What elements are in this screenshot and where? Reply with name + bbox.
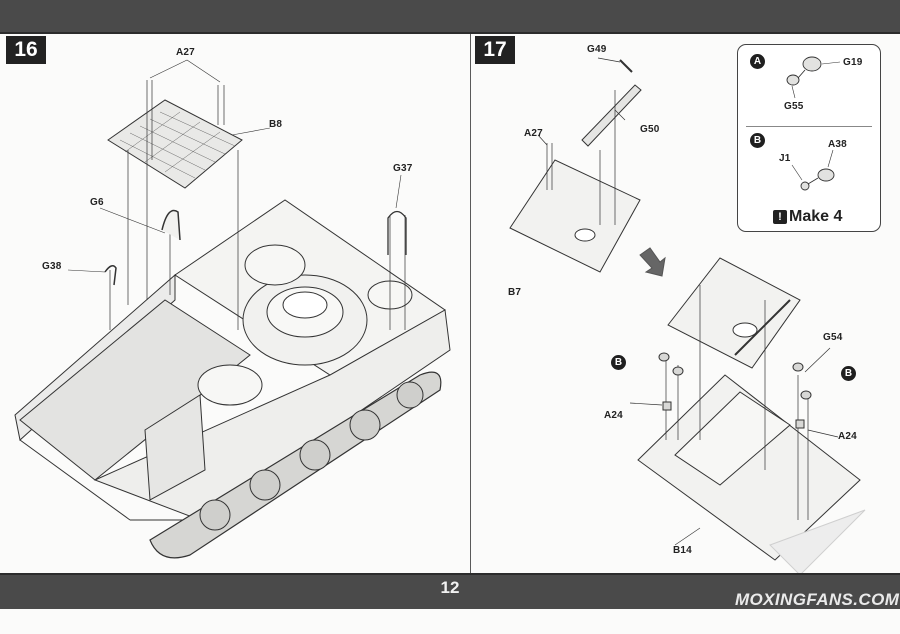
label-g55: G55: [784, 101, 804, 112]
make-quantity-note: !Make 4: [773, 208, 842, 226]
label-a24-right: A24: [838, 431, 857, 442]
label-b8: B8: [269, 119, 283, 130]
footer-band: [0, 573, 900, 609]
b7-hatch: [574, 228, 596, 242]
label-b7: B7: [508, 287, 522, 298]
label-g49: G49: [587, 44, 607, 55]
badge-b-left: B: [611, 355, 626, 370]
road-wheels: [199, 381, 424, 531]
label-b14: B14: [673, 545, 692, 556]
hull-rear-compartment: [19, 299, 251, 481]
label-g54: G54: [823, 332, 843, 343]
b7-plate: [509, 159, 641, 273]
b8-grille: [107, 99, 243, 189]
make-quantity-text: Make 4: [789, 208, 843, 225]
label-g6: G6: [90, 197, 104, 208]
b14-plate: [637, 374, 861, 561]
g50-rail: [581, 84, 642, 147]
label-a38: A38: [828, 139, 847, 150]
step-16-drawing: [14, 59, 451, 559]
g37-part: [387, 210, 407, 255]
interior-wall: [144, 394, 206, 501]
step-16-number: 16: [6, 36, 46, 64]
step-divider: [470, 34, 471, 573]
label-g38: G38: [42, 261, 62, 272]
hatch-left: [244, 244, 306, 286]
watermark-text: MOXINGFANS.COM: [735, 590, 900, 609]
upper-plate: [667, 257, 801, 369]
watermark-plane: [769, 509, 866, 573]
label-a27-step16: A27: [176, 47, 195, 58]
hatch-front: [197, 364, 263, 406]
label-j1: J1: [779, 153, 791, 164]
label-a24-left: A24: [604, 410, 623, 421]
label-g50: G50: [640, 124, 660, 135]
label-a27-step17: A27: [524, 128, 543, 139]
page-number: 12: [440, 578, 460, 597]
assembly-arrow: [639, 247, 666, 277]
label-g37: G37: [393, 163, 413, 174]
g6-part: [161, 209, 181, 241]
inset-badge-b: B: [750, 133, 765, 148]
badge-b-right: B: [841, 366, 856, 381]
inset-separator: [746, 126, 872, 127]
exclamation-icon: !: [773, 210, 787, 224]
g38-part: [104, 265, 117, 286]
label-g19: G19: [843, 57, 863, 68]
header-band: [0, 0, 900, 34]
inset-badge-a: A: [750, 54, 765, 69]
step-17-number: 17: [475, 36, 515, 64]
